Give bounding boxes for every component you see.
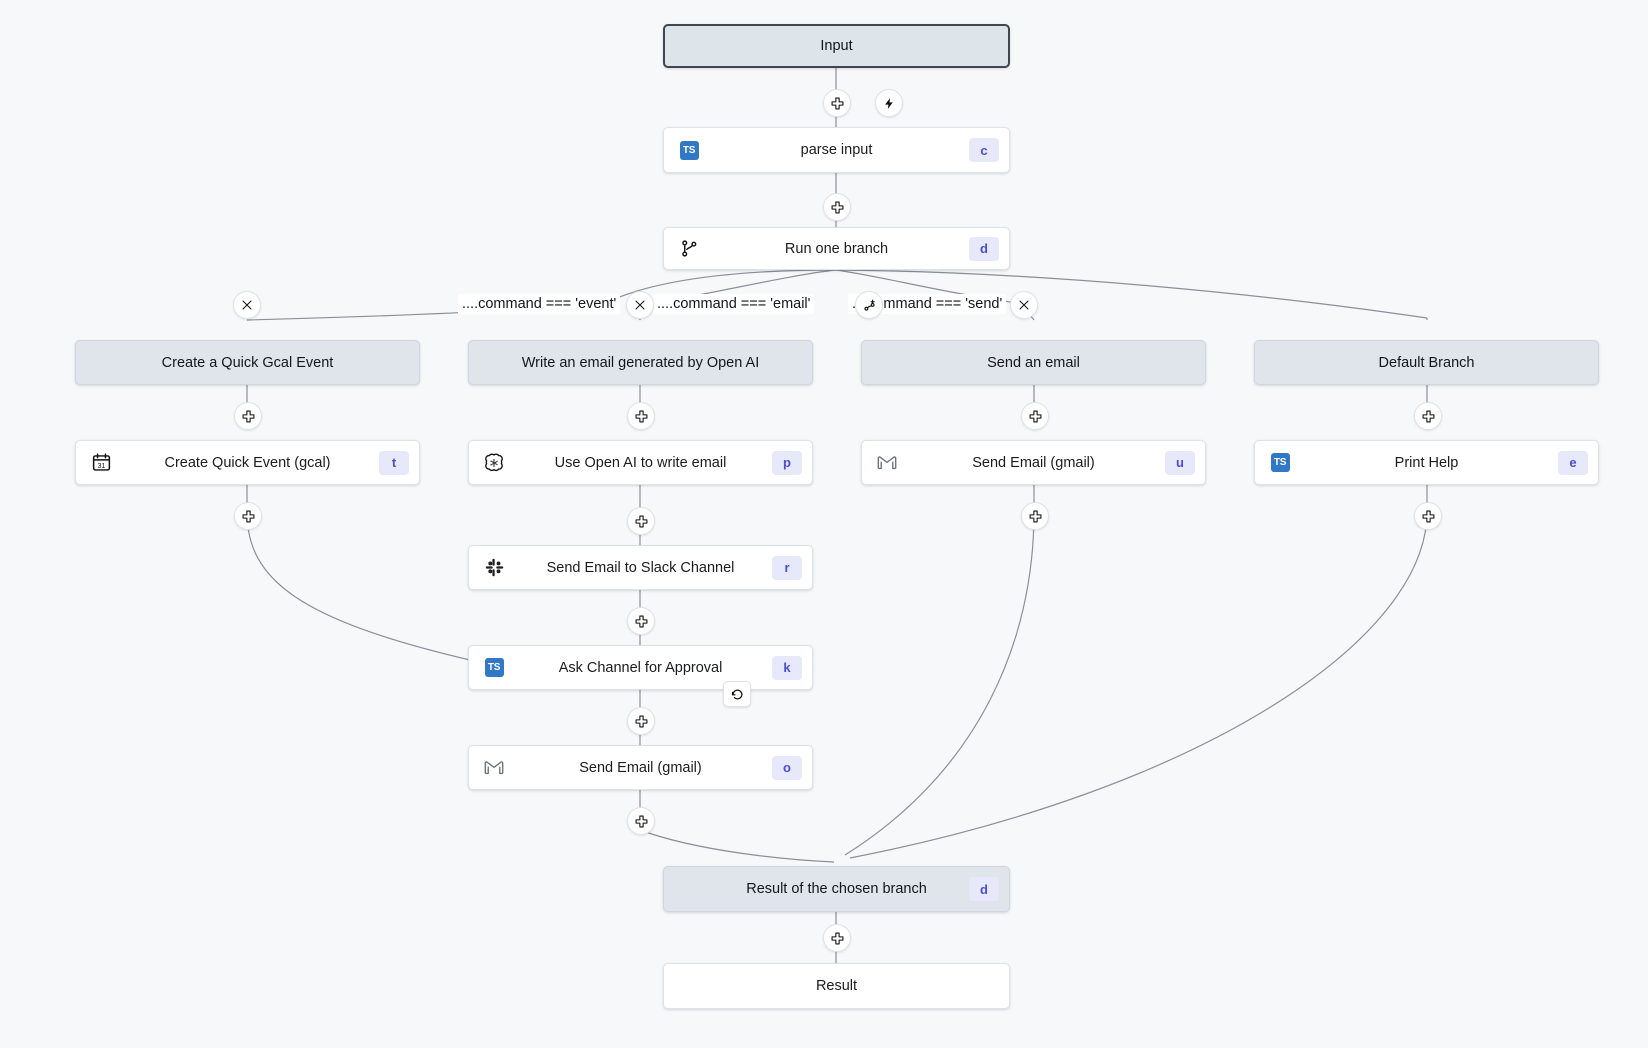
node-result[interactable]: Result [663,963,1010,1009]
node-send-email-slack-shortcut[interactable]: r [772,555,802,580]
plus-icon [635,410,647,422]
add-step-handle-branch-event[interactable] [234,402,262,430]
openai-icon [483,452,505,474]
node-result-label: Result [815,978,858,994]
close-icon [635,300,645,310]
add-step-handle-1[interactable] [823,89,851,117]
branch-header-send-label: Send an email [987,354,1080,371]
branch-icon [678,238,700,260]
input-node[interactable]: Input [663,24,1010,68]
node-use-open-ai[interactable]: Use Open AI to write email p [468,440,813,485]
svg-text:31: 31 [97,463,105,470]
node-result-of-chosen-branch-label: Result of the chosen branch [746,881,927,897]
node-ask-approval-shortcut[interactable]: k [772,655,802,680]
node-create-quick-event[interactable]: 31 Create Quick Event (gcal) t [75,440,420,485]
node-run-one-branch[interactable]: Run one branch d [663,227,1010,270]
node-ask-approval[interactable]: TS Ask Channel for Approval k [468,645,813,690]
plus-icon [831,97,843,109]
plus-icon [242,510,254,522]
node-send-email-slack-label: Send Email to Slack Channel [546,559,735,576]
branch-condition-event[interactable]: ....command === 'event' [458,294,621,314]
close-icon [242,300,252,310]
node-use-open-ai-label: Use Open AI to write email [554,454,727,471]
branch-header-default[interactable]: Default Branch [1254,340,1599,385]
ts-icon: TS [483,657,505,679]
gcal-icon: 31 [90,452,112,474]
node-ask-approval-label: Ask Channel for Approval [558,659,723,676]
add-step-handle-slack[interactable] [627,607,655,635]
node-send-email-slack[interactable]: Send Email to Slack Channel r [468,545,813,590]
suspend-badge[interactable] [723,681,751,707]
branch-header-event-label: Create a Quick Gcal Event [161,354,334,371]
remove-branch-1[interactable] [233,291,261,319]
node-create-quick-event-label: Create Quick Event (gcal) [164,454,331,471]
node-run-one-branch-label: Run one branch [784,240,889,257]
branch-condition-event-text: ....command === 'event' [462,296,617,312]
add-step-handle-branch-default[interactable] [1414,402,1442,430]
node-run-one-branch-shortcut[interactable]: d [969,236,999,261]
gmail-icon [483,757,505,779]
node-print-help-shortcut[interactable]: e [1558,450,1588,475]
node-result-of-chosen-branch-shortcut[interactable]: d [969,877,999,901]
slack-icon [483,557,505,579]
plus-icon [1422,510,1434,522]
plus-icon [635,715,647,727]
plus-icon [242,410,254,422]
plus-icon [635,515,647,527]
node-send-email-gmail-openai-branch-shortcut[interactable]: o [772,755,802,780]
plus-icon [831,932,843,944]
close-icon [1019,300,1029,310]
add-step-handle-branch-email[interactable] [627,402,655,430]
trigger-handle[interactable] [875,89,903,117]
input-node-label: Input [820,38,853,54]
plus-icon [1029,410,1041,422]
ts-icon: TS [678,139,700,161]
node-create-quick-event-shortcut[interactable]: t [379,450,409,475]
plus-icon [1422,410,1434,422]
ts-icon: TS [1269,452,1291,474]
node-send-email-gmail-openai-branch-label: Send Email (gmail) [579,759,702,776]
remove-branch-2[interactable] [626,291,654,319]
branch-condition-email[interactable]: ....command === 'email' [653,294,815,314]
node-parse-input-shortcut[interactable]: c [969,138,999,162]
suspend-icon [731,689,742,699]
node-send-email-gmail-send-branch-shortcut[interactable]: u [1165,450,1195,475]
node-print-help[interactable]: TS Print Help e [1254,440,1599,485]
add-step-handle-2[interactable] [823,193,851,221]
node-send-email-gmail-openai-branch[interactable]: Send Email (gmail) o [468,745,813,790]
branch-header-email-label: Write an email generated by Open AI [521,354,760,371]
lightning-icon [884,97,893,109]
node-parse-input-label: parse input [800,142,873,158]
node-use-open-ai-shortcut[interactable]: p [772,450,802,475]
add-branch-icon [863,299,875,311]
add-branch-handle[interactable] [855,291,883,319]
branch-condition-email-text: ....command === 'email' [657,296,811,312]
add-step-handle-approval[interactable] [627,707,655,735]
plus-icon [831,201,843,213]
branch-header-send[interactable]: Send an email [861,340,1206,385]
add-step-handle-gmail-send[interactable] [1021,502,1049,530]
node-print-help-label: Print Help [1394,454,1459,471]
branch-header-email[interactable]: Write an email generated by Open AI [468,340,813,385]
node-parse-input[interactable]: TS parse input c [663,127,1010,173]
node-send-email-gmail-send-branch[interactable]: Send Email (gmail) u [861,440,1206,485]
remove-branch-3[interactable] [1010,291,1038,319]
gmail-icon [876,452,898,474]
plus-icon [1029,510,1041,522]
add-step-handle-gmail-openai[interactable] [627,807,655,835]
node-send-email-gmail-send-branch-label: Send Email (gmail) [972,454,1095,471]
add-step-handle-print-help[interactable] [1414,502,1442,530]
plus-icon [635,815,647,827]
branch-header-default-label: Default Branch [1378,354,1475,371]
add-step-handle-openai[interactable] [627,507,655,535]
plus-icon [635,615,647,627]
add-step-handle-result[interactable] [823,924,851,952]
node-result-of-chosen-branch[interactable]: Result of the chosen branch d [663,866,1010,912]
add-step-handle-branch-send[interactable] [1021,402,1049,430]
branch-header-event[interactable]: Create a Quick Gcal Event [75,340,420,385]
add-step-handle-gcal[interactable] [234,502,262,530]
